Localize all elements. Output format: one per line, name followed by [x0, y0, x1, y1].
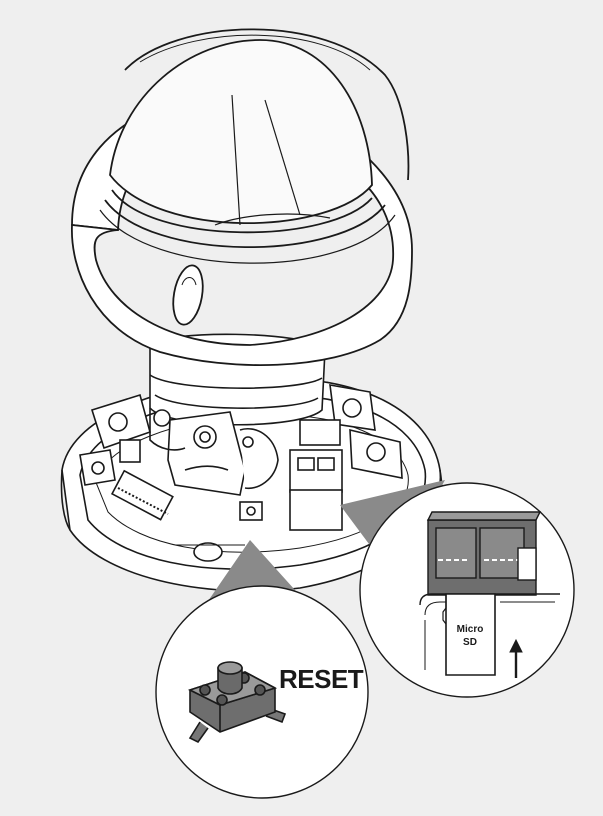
reset-callout: RESET — [155, 585, 369, 799]
dome-cover — [71, 28, 413, 367]
reset-button-icon — [187, 661, 287, 744]
microsd-label-line2: SD — [463, 637, 477, 648]
microsd-callout: Micro SD — [359, 482, 575, 698]
reset-label: RESET — [279, 664, 364, 694]
arrow-up-icon — [509, 638, 523, 678]
microsd-card-icon: Micro SD — [442, 593, 496, 676]
sd-slot-housing — [419, 511, 560, 670]
microsd-label-line1: Micro — [457, 624, 484, 635]
